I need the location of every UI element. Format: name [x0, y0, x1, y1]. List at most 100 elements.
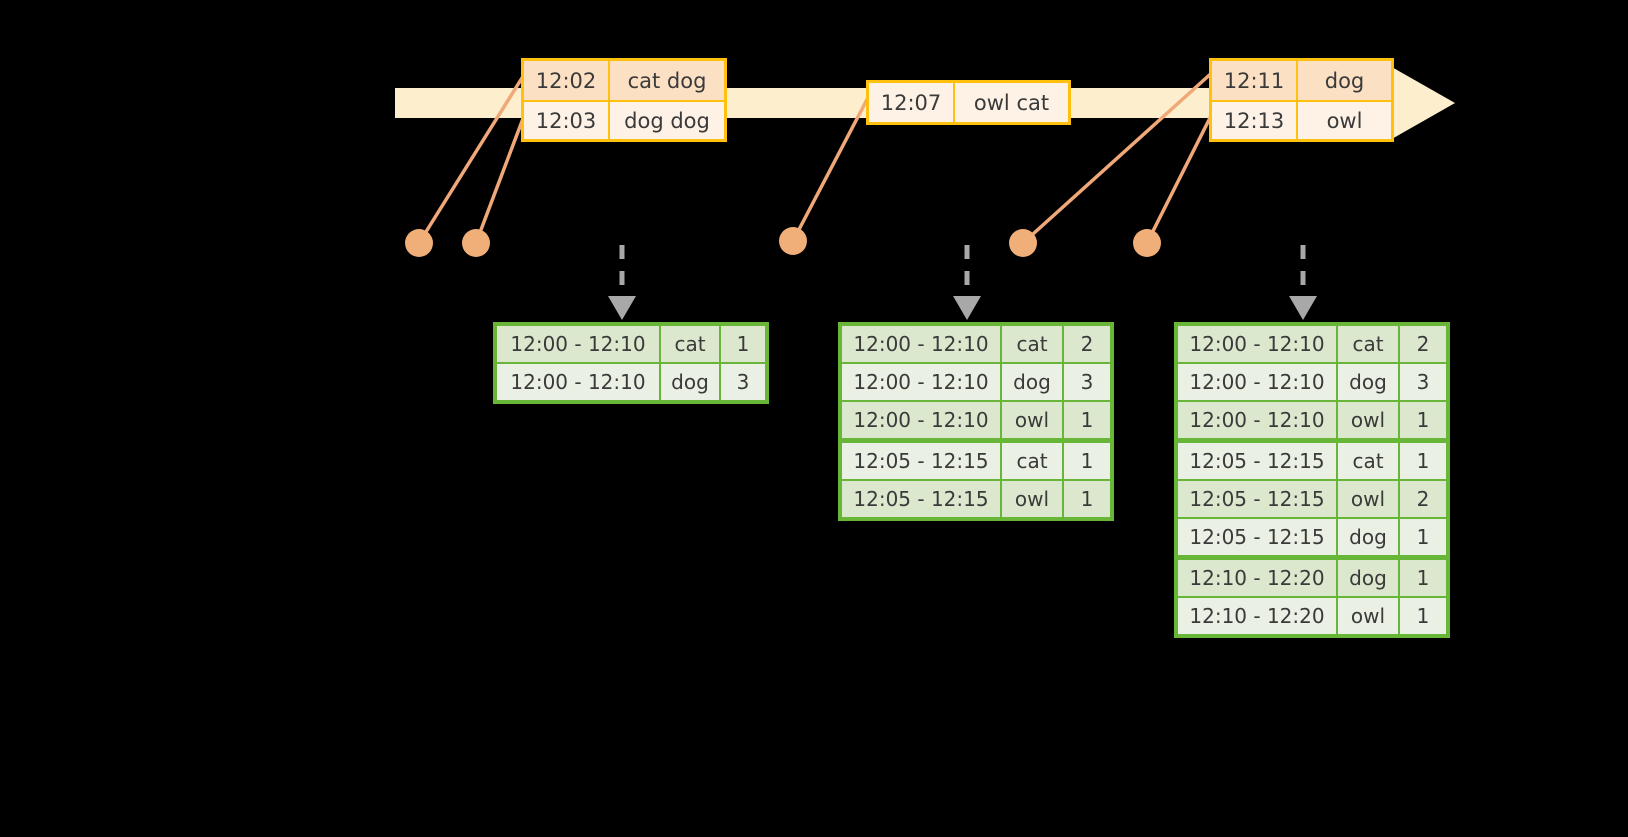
trigger-arrow-head-1: [608, 296, 636, 320]
cell-word: dog: [1002, 364, 1062, 400]
cell-window: 12:05 - 12:15: [1178, 519, 1336, 555]
aggregation-table-1[interactable]: 12:00 - 12:10 cat 1 12:00 - 12:10 dog 3: [493, 322, 769, 404]
event-words: owl: [1298, 102, 1391, 139]
aggregation-table-3[interactable]: 12:00 - 12:10 cat 2 12:00 - 12:10 dog 3 …: [1174, 322, 1450, 638]
table-row[interactable]: 12:00 - 12:10 cat 2: [1178, 326, 1446, 362]
aggregation-group: 12:00 - 12:10 cat 2 12:00 - 12:10 dog 3 …: [1178, 326, 1446, 438]
event-dot-4[interactable]: [1009, 229, 1037, 257]
connector-line-3: [791, 88, 874, 243]
cell-window: 12:00 - 12:10: [1178, 402, 1336, 438]
table-row[interactable]: 12:05 - 12:15 dog 1: [1178, 519, 1446, 555]
trigger-arrow-head-2: [953, 296, 981, 320]
cell-window: 12:05 - 12:15: [842, 481, 1000, 517]
event-row[interactable]: 12:03 dog dog: [524, 100, 724, 139]
cell-word: owl: [1002, 481, 1062, 517]
cell-window: 12:05 - 12:15: [1178, 443, 1336, 479]
cell-window: 12:05 - 12:15: [842, 443, 1000, 479]
cell-word: dog: [661, 364, 719, 400]
event-time: 12:13: [1212, 102, 1298, 139]
cell-count: 1: [1400, 560, 1446, 596]
cell-count: 3: [1064, 364, 1110, 400]
event-dot-1[interactable]: [405, 229, 433, 257]
event-group-3[interactable]: 12:11 dog 12:13 owl: [1209, 58, 1394, 142]
aggregation-group: 12:10 - 12:20 dog 1 12:10 - 12:20 owl 1: [1178, 560, 1446, 634]
cell-count: 1: [1400, 402, 1446, 438]
event-time: 12:02: [524, 61, 610, 100]
event-dot-5[interactable]: [1133, 229, 1161, 257]
cell-word: cat: [1338, 443, 1398, 479]
cell-word: owl: [1338, 402, 1398, 438]
table-row[interactable]: 12:00 - 12:10 cat 2: [842, 326, 1110, 362]
cell-count: 3: [1400, 364, 1446, 400]
table-row[interactable]: 12:00 - 12:10 owl 1: [842, 402, 1110, 438]
event-time: 12:03: [524, 102, 610, 139]
table-row[interactable]: 12:00 - 12:10 cat 1: [497, 326, 765, 362]
table-row[interactable]: 12:05 - 12:15 cat 1: [1178, 443, 1446, 479]
cell-count: 1: [1064, 481, 1110, 517]
aggregation-group: 12:00 - 12:10 cat 1 12:00 - 12:10 dog 3: [497, 326, 765, 400]
event-row[interactable]: 12:13 owl: [1212, 100, 1391, 139]
trigger-arrow-head-3: [1289, 296, 1317, 320]
cell-window: 12:10 - 12:20: [1178, 598, 1336, 634]
cell-count: 1: [1400, 443, 1446, 479]
aggregation-table-2[interactable]: 12:00 - 12:10 cat 2 12:00 - 12:10 dog 3 …: [838, 322, 1114, 521]
table-row[interactable]: 12:00 - 12:10 dog 3: [842, 364, 1110, 400]
cell-window: 12:00 - 12:10: [1178, 326, 1336, 362]
cell-window: 12:00 - 12:10: [842, 402, 1000, 438]
cell-word: owl: [1338, 598, 1398, 634]
connector-line-1: [417, 68, 529, 245]
cell-word: cat: [1002, 326, 1062, 362]
cell-word: dog: [1338, 560, 1398, 596]
table-row[interactable]: 12:05 - 12:15 owl 1: [842, 481, 1110, 517]
table-row[interactable]: 12:00 - 12:10 dog 3: [1178, 364, 1446, 400]
cell-count: 1: [1064, 443, 1110, 479]
table-row[interactable]: 12:00 - 12:10 owl 1: [1178, 402, 1446, 438]
cell-window: 12:00 - 12:10: [842, 364, 1000, 400]
cell-word: cat: [661, 326, 719, 362]
cell-window: 12:00 - 12:10: [497, 364, 659, 400]
cell-word: owl: [1338, 481, 1398, 517]
cell-window: 12:00 - 12:10: [497, 326, 659, 362]
cell-count: 1: [1400, 598, 1446, 634]
table-row[interactable]: 12:05 - 12:15 cat 1: [842, 443, 1110, 479]
event-words: owl cat: [955, 83, 1068, 122]
aggregation-group: 12:00 - 12:10 cat 2 12:00 - 12:10 dog 3 …: [842, 326, 1110, 438]
cell-word: dog: [1338, 519, 1398, 555]
event-row[interactable]: 12:02 cat dog: [524, 61, 724, 100]
event-words: dog dog: [610, 102, 724, 139]
connector-line-2: [474, 106, 529, 245]
table-row[interactable]: 12:10 - 12:20 dog 1: [1178, 560, 1446, 596]
event-row[interactable]: 12:11 dog: [1212, 61, 1391, 100]
cell-window: 12:00 - 12:10: [842, 326, 1000, 362]
table-row[interactable]: 12:10 - 12:20 owl 1: [1178, 598, 1446, 634]
cell-count: 2: [1400, 326, 1446, 362]
timeline-layer: [395, 66, 1455, 245]
event-group-2[interactable]: 12:07 owl cat: [866, 80, 1071, 125]
table-row[interactable]: 12:05 - 12:15 owl 2: [1178, 481, 1446, 517]
cell-word: dog: [1338, 364, 1398, 400]
cell-count: 2: [1064, 326, 1110, 362]
event-words: dog: [1298, 61, 1391, 100]
cell-count: 2: [1400, 481, 1446, 517]
cell-window: 12:00 - 12:10: [1178, 364, 1336, 400]
event-time: 12:11: [1212, 61, 1298, 100]
event-dot-3[interactable]: [779, 227, 807, 255]
cell-word: cat: [1002, 443, 1062, 479]
cell-count: 1: [1400, 519, 1446, 555]
cell-count: 3: [721, 364, 765, 400]
event-row[interactable]: 12:07 owl cat: [869, 83, 1068, 122]
cell-word: cat: [1338, 326, 1398, 362]
cell-count: 1: [1064, 402, 1110, 438]
aggregation-group: 12:05 - 12:15 cat 1 12:05 - 12:15 owl 2 …: [1178, 443, 1446, 555]
event-dot-2[interactable]: [462, 229, 490, 257]
cell-word: owl: [1002, 402, 1062, 438]
event-group-1[interactable]: 12:02 cat dog 12:03 dog dog: [521, 58, 727, 142]
cell-count: 1: [721, 326, 765, 362]
aggregation-group: 12:05 - 12:15 cat 1 12:05 - 12:15 owl 1: [842, 443, 1110, 517]
cell-window: 12:10 - 12:20: [1178, 560, 1336, 596]
event-time: 12:07: [869, 83, 955, 122]
cell-window: 12:05 - 12:15: [1178, 481, 1336, 517]
table-row[interactable]: 12:00 - 12:10 dog 3: [497, 364, 765, 400]
event-words: cat dog: [610, 61, 724, 100]
